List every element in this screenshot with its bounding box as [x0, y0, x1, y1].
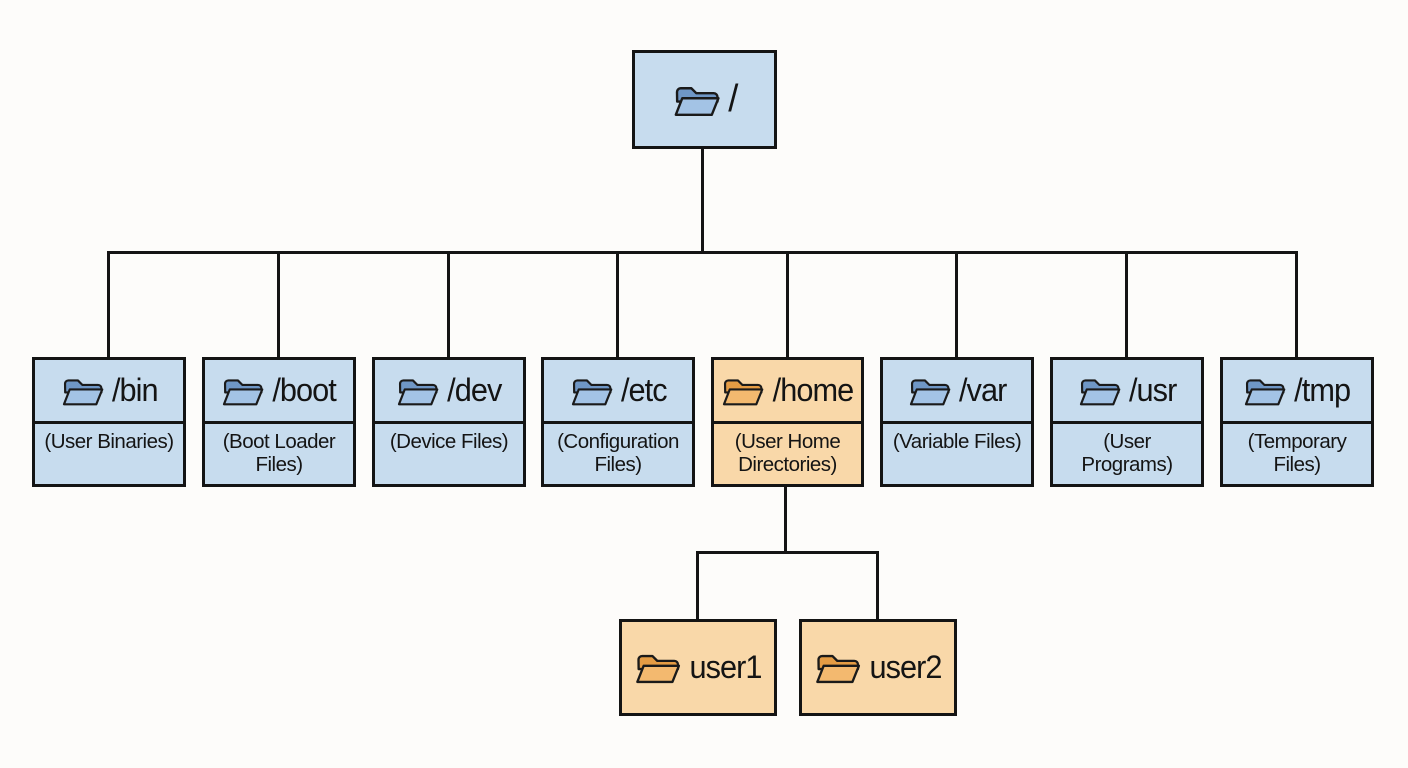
connector-drop-bin: [107, 251, 110, 359]
node-tmp: /tmp (Temporary Files): [1220, 357, 1374, 487]
directory-description: (Temporary Files): [1223, 421, 1371, 484]
directory-name: /home: [772, 372, 855, 408]
directory-name-root: /: [728, 78, 738, 120]
connector-drop-tmp: [1295, 251, 1298, 359]
directory-name: user1: [689, 649, 762, 685]
node-boot: /boot (Boot Loader Files): [202, 357, 356, 487]
connector-drop-user2: [876, 551, 879, 619]
directory-description: (Variable Files): [883, 421, 1031, 484]
folder-open-icon: [223, 378, 264, 405]
directory-name: /dev: [447, 372, 502, 408]
directory-name: /boot: [272, 372, 337, 408]
folder-open-icon: [62, 378, 104, 405]
directory-name: /bin: [111, 372, 159, 408]
connector-level1-bus: [108, 251, 1298, 254]
connector-drop-user1: [696, 551, 699, 619]
folder-open-icon: [674, 86, 720, 116]
folder-open-icon: [722, 378, 764, 405]
directory-name: /var: [958, 372, 1007, 408]
folder-open-icon: [909, 378, 951, 405]
directory-name: /usr: [1128, 372, 1177, 408]
connector-home-trunk: [784, 486, 787, 554]
connector-home-bus: [696, 551, 879, 554]
directory-description: (Configuration Files): [544, 421, 692, 484]
directory-name: user2: [869, 649, 942, 685]
node-home: /home (User Home Directories): [711, 357, 864, 487]
folder-open-icon: [571, 378, 613, 405]
directory-description: (Boot Loader Files): [205, 421, 353, 484]
node-var: /var (Variable Files): [880, 357, 1034, 487]
node-usr: /usr (User Programs): [1050, 357, 1204, 487]
directory-name: /tmp: [1294, 372, 1352, 408]
folder-open-icon: [816, 654, 861, 684]
connector-drop-boot: [277, 251, 280, 359]
directory-description: (User Home Directories): [714, 421, 861, 484]
folder-open-icon: [1079, 378, 1121, 405]
node-user2: user2: [799, 619, 957, 716]
node-bin: /bin (User Binaries): [32, 357, 186, 487]
directory-description: (User Binaries): [35, 421, 183, 484]
directory-name: /etc: [620, 372, 668, 408]
node-root: /: [632, 50, 777, 149]
connector-drop-usr: [1125, 251, 1128, 359]
directory-description: (Device Files): [375, 421, 523, 484]
connector-root-trunk: [701, 148, 704, 253]
folder-open-icon: [398, 378, 439, 405]
folder-open-icon: [1245, 378, 1286, 405]
node-dev: /dev (Device Files): [372, 357, 526, 487]
connector-drop-var: [955, 251, 958, 359]
folder-open-icon: [636, 654, 681, 684]
connector-drop-home: [786, 251, 789, 359]
node-etc: /etc (Configuration Files): [541, 357, 695, 487]
connector-drop-dev: [447, 251, 450, 359]
connector-drop-etc: [616, 251, 619, 359]
node-user1: user1: [619, 619, 777, 716]
directory-description: (User Programs): [1053, 421, 1201, 484]
